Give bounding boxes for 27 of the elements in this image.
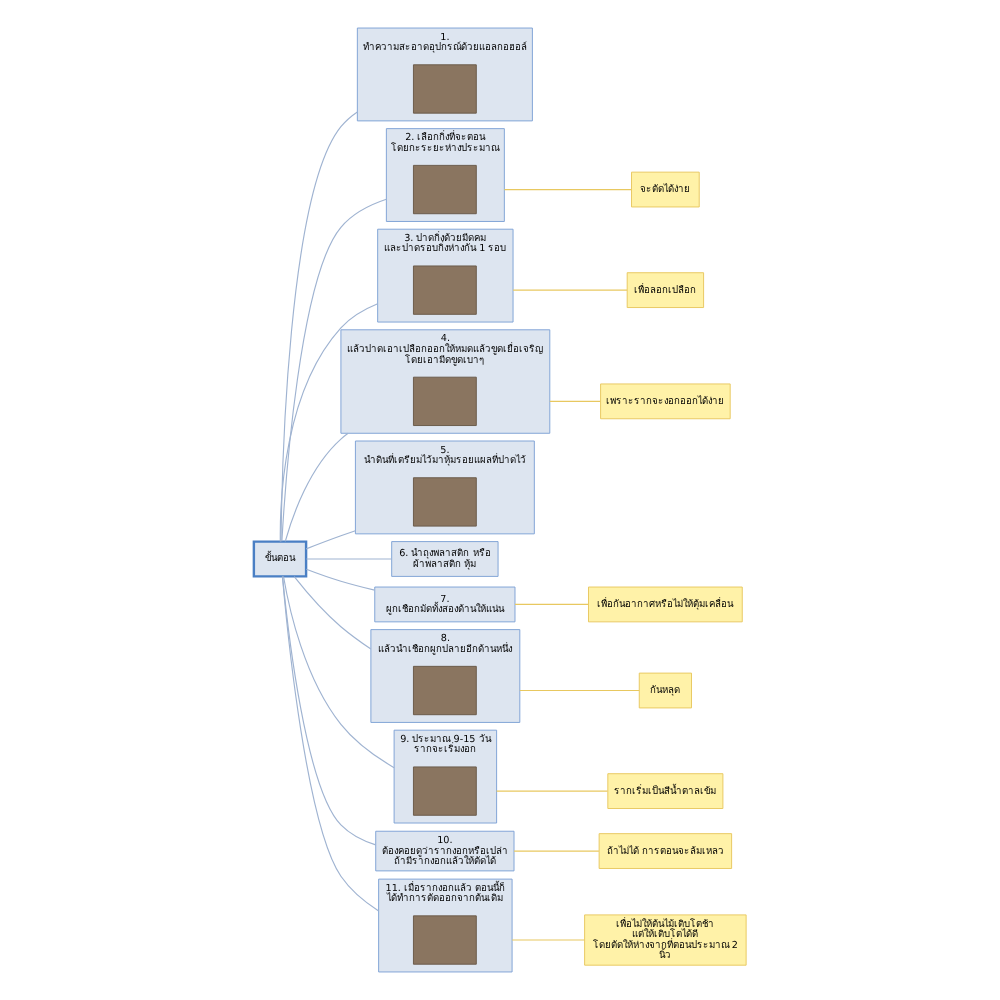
node-box bbox=[412, 766, 477, 816]
connector bbox=[281, 198, 387, 542]
connector bbox=[305, 568, 376, 591]
node-box bbox=[412, 477, 477, 527]
connector bbox=[293, 576, 372, 650]
node-box bbox=[412, 665, 477, 716]
connector bbox=[512, 289, 628, 291]
connector bbox=[519, 689, 640, 692]
connector bbox=[280, 111, 358, 542]
connector bbox=[281, 576, 377, 846]
connector bbox=[305, 558, 393, 560]
connector bbox=[496, 790, 609, 792]
connector bbox=[281, 575, 380, 912]
node-box bbox=[412, 376, 477, 426]
connector bbox=[513, 850, 600, 852]
node-box bbox=[412, 915, 477, 965]
node-box bbox=[412, 265, 477, 315]
connector bbox=[279, 303, 379, 542]
connector bbox=[511, 939, 585, 941]
connector bbox=[284, 432, 349, 542]
connector bbox=[503, 189, 632, 191]
node-box bbox=[412, 164, 477, 215]
connector bbox=[514, 603, 589, 606]
connector bbox=[305, 530, 356, 550]
connector bbox=[549, 400, 602, 402]
node-box bbox=[412, 64, 477, 114]
connector bbox=[282, 575, 395, 769]
